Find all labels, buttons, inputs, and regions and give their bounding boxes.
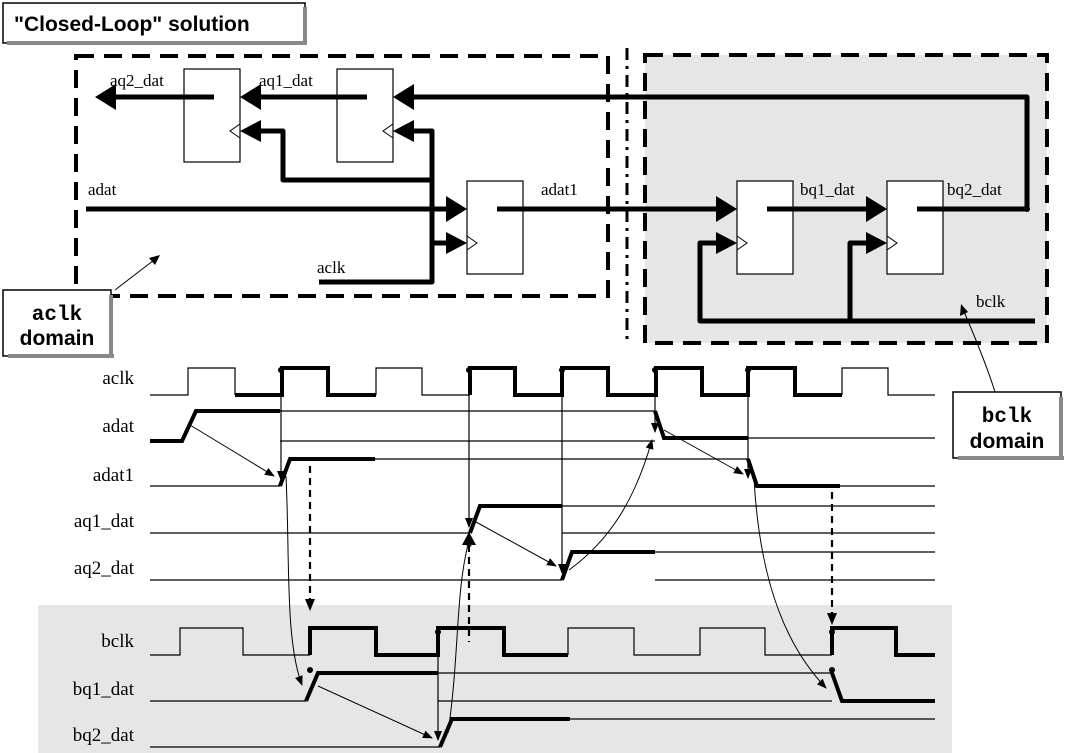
- wave-label-aclk: aclk: [102, 368, 134, 389]
- waveform-labels: aclk adat adat1 aq1_dat aq2_dat bclk bq1…: [73, 368, 135, 746]
- page-title: "Closed-Loop" solution: [14, 13, 250, 36]
- wave-label-aq1-dat: aq1_dat: [74, 511, 135, 532]
- title-box: "Closed-Loop" solution: [2, 2, 307, 45]
- wave-label-bq2-dat: bq2_dat: [73, 725, 135, 746]
- dashed-sync-arrows: [305, 466, 837, 642]
- aclk-domain-word: domain: [20, 327, 95, 350]
- label-aq2-dat: aq2_dat: [110, 71, 164, 90]
- aclk-domain-callout: aclk domain: [2, 255, 160, 358]
- aclk-domain-name: aclk: [32, 304, 82, 327]
- circuit-labels: aq2_dat aq1_dat adat adat1 aclk bq1_dat …: [88, 71, 1006, 311]
- bclk-domain-callout: bclk domain: [952, 304, 1064, 460]
- wave-label-adat1: adat1: [93, 465, 134, 486]
- edge-arrows: [277, 370, 752, 741]
- dashed-arrow-head-up: [462, 532, 476, 545]
- edge-dots: [278, 367, 835, 673]
- flipflop-adat1: [466, 180, 524, 275]
- label-aclk: aclk: [317, 258, 346, 277]
- flipflop-bq1: [736, 180, 794, 275]
- label-bq1-dat: bq1_dat: [800, 180, 855, 199]
- wave-adat: [150, 409, 935, 443]
- wave-aclk: [150, 366, 935, 397]
- circuit-wires: [86, 84, 1035, 324]
- wave-label-adat: adat: [102, 416, 134, 437]
- label-bq2-dat: bq2_dat: [947, 180, 1002, 199]
- label-aq1-dat: aq1_dat: [259, 71, 313, 90]
- bclk-domain-name: bclk: [982, 406, 1032, 429]
- wave-label-aq2-dat: aq2_dat: [74, 558, 135, 579]
- bclk-domain-word: domain: [970, 430, 1045, 453]
- wave-bq1-dat: [150, 671, 935, 703]
- label-bclk: bclk: [976, 292, 1006, 311]
- label-adat1: adat1: [541, 180, 578, 199]
- flipflop-aq1: [336, 68, 394, 163]
- causality-arrows: [189, 424, 827, 739]
- flipflop-aq2: [183, 68, 241, 163]
- aclk-domain-region: [74, 54, 610, 298]
- wave-aq2-dat: [150, 550, 935, 581]
- wave-bq2-dat: [150, 717, 935, 748]
- wave-aq1-dat: [150, 504, 935, 534]
- label-adat: adat: [88, 180, 117, 199]
- wave-label-bq1-dat: bq1_dat: [73, 679, 135, 700]
- flipflop-bq2: [886, 180, 944, 275]
- wave-label-bclk: bclk: [101, 631, 134, 652]
- bclk-domain-region: [643, 53, 1049, 345]
